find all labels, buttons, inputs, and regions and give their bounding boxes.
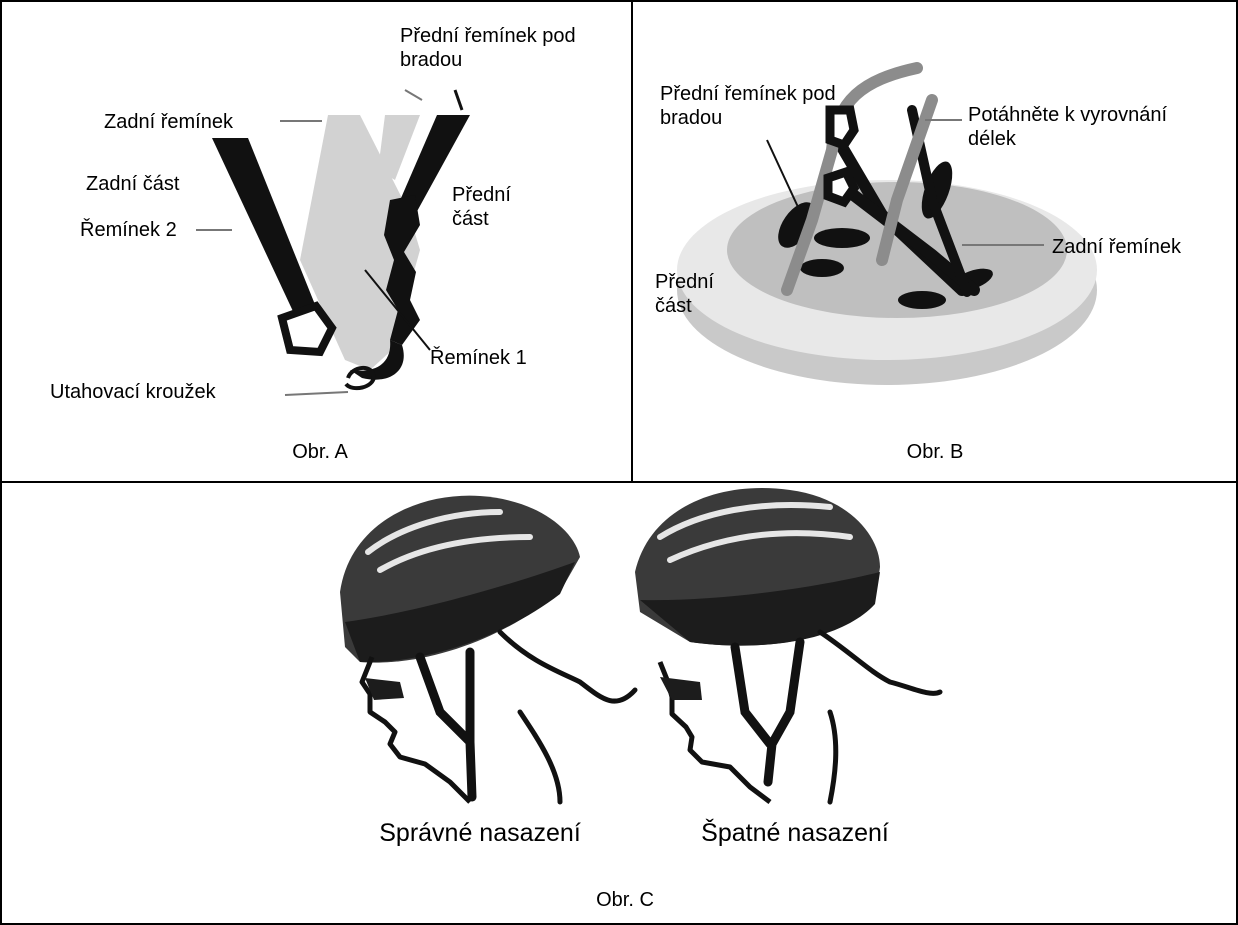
buckle-lower — [828, 172, 854, 202]
label-correct-fit: Správné nasazení — [379, 818, 581, 848]
wrong-sunglasses — [660, 677, 702, 700]
correct-fit-figure — [340, 496, 635, 802]
label-a-rear-part: Zadní část — [86, 172, 179, 196]
leader-front-chin-strap-2 — [455, 90, 462, 110]
correct-neck — [500, 632, 635, 802]
label-a-tightening-ring: Utahovací kroužek — [50, 380, 216, 404]
wrong-neck — [820, 632, 940, 802]
correct-strap — [420, 652, 472, 797]
label-a-rear-strap: Zadní řemínek — [104, 110, 233, 134]
label-a-front-chin-strap: Přední řemínek pod bradou — [400, 24, 600, 72]
caption-figure-b: Obr. B — [907, 440, 964, 464]
label-b-pull-to-equalize: Potáhněte k vyrovnání délek — [968, 103, 1168, 151]
pad-4 — [898, 291, 946, 309]
caption-figure-a: Obr. A — [292, 440, 348, 464]
label-a-front-part: Přední část — [452, 183, 532, 231]
caption-figure-c: Obr. C — [596, 888, 654, 912]
pad-2 — [814, 228, 870, 248]
figure-c-illustration — [0, 482, 1238, 925]
leader-tightening-ring — [285, 392, 348, 395]
wrong-fit-figure — [635, 488, 940, 802]
pad-3 — [800, 259, 844, 277]
label-a-strap-2: Řemínek 2 — [80, 218, 177, 242]
label-a-strap-1: Řemínek 1 — [430, 346, 527, 370]
wrong-strap — [735, 642, 800, 782]
label-b-front-part: Přední část — [655, 270, 735, 318]
label-b-rear-strap: Zadní řemínek — [1052, 235, 1181, 259]
label-b-front-chin-strap: Přední řemínek pod bradou — [660, 82, 860, 130]
tightening-ring-shape — [282, 306, 332, 352]
leader-front-chin-strap-1 — [405, 90, 422, 100]
label-wrong-fit: Špatné nasazení — [701, 818, 889, 848]
